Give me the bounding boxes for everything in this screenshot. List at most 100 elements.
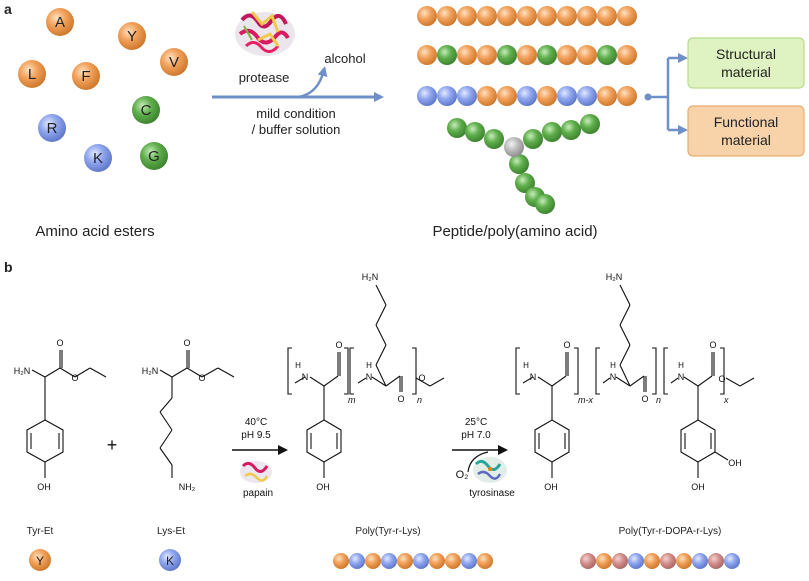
amino-acid-bead-letter: G bbox=[148, 148, 160, 165]
svg-text:O: O bbox=[718, 374, 725, 384]
poly1-bead bbox=[477, 553, 493, 569]
chain-1-bead bbox=[617, 6, 637, 26]
chain-1-bead bbox=[517, 6, 537, 26]
amino-acid-bead bbox=[132, 96, 160, 124]
svg-text:N: N bbox=[610, 372, 617, 382]
step2-temp: 25°C bbox=[465, 417, 487, 428]
lys-et-structure bbox=[159, 350, 235, 478]
branch-bead bbox=[465, 122, 485, 142]
tyr-h2n: H₂N bbox=[14, 366, 31, 376]
branch-bead bbox=[580, 114, 600, 134]
svg-text:OH: OH bbox=[691, 482, 705, 492]
branch-bead bbox=[447, 118, 467, 138]
poly1-oh: OH bbox=[316, 482, 330, 492]
amino-acid-bead-letter: R bbox=[47, 120, 58, 137]
chain-3-bead bbox=[437, 86, 457, 106]
poly2-sub-x: x bbox=[723, 395, 729, 405]
poly2-bead bbox=[692, 553, 708, 569]
tyrosinase-enzyme-image bbox=[473, 457, 507, 483]
amino-acid-bead-letter: C bbox=[141, 102, 152, 119]
chain-2-bead bbox=[617, 45, 637, 65]
poly1-bead bbox=[429, 553, 445, 569]
chain-1-bead bbox=[557, 6, 577, 26]
branched-peptide bbox=[447, 114, 600, 214]
lys-et-name: Lys-Et bbox=[157, 526, 185, 537]
svg-text:O: O bbox=[397, 394, 404, 404]
step1-enzyme: papain bbox=[243, 488, 273, 499]
poly2-bead bbox=[628, 553, 644, 569]
chain-2-bead bbox=[457, 45, 477, 65]
amino-acid-bead bbox=[140, 142, 168, 170]
tyr-letter: Y bbox=[36, 554, 44, 568]
poly2-sub-mx: m-x bbox=[578, 395, 593, 405]
svg-text:O: O bbox=[641, 394, 648, 404]
poly1-bead bbox=[333, 553, 349, 569]
peptide-caption: Peptide/poly(amino acid) bbox=[432, 223, 597, 240]
amino-acid-bead-letter: V bbox=[169, 54, 179, 71]
protease-enzyme-image bbox=[235, 11, 295, 56]
svg-text:O: O bbox=[709, 340, 716, 350]
svg-text:H: H bbox=[523, 361, 529, 370]
step2-o2: O₂ bbox=[456, 469, 469, 481]
chain-3-bead bbox=[537, 86, 557, 106]
chain-2-bead bbox=[437, 45, 457, 65]
lys-letter: K bbox=[166, 554, 174, 568]
tyr-et-name: Tyr-Et bbox=[27, 526, 54, 537]
svg-text:O: O bbox=[183, 338, 190, 348]
svg-text:H: H bbox=[366, 361, 372, 370]
branch-bead bbox=[542, 122, 562, 142]
amino-acid-bead-letter: K bbox=[93, 150, 103, 167]
chain-1-bead bbox=[577, 6, 597, 26]
chain-1-bead bbox=[477, 6, 497, 26]
chain-2-bead bbox=[597, 45, 617, 65]
poly1-sub-n: n bbox=[417, 395, 422, 405]
chain-2-bead bbox=[517, 45, 537, 65]
svg-text:H: H bbox=[610, 361, 616, 370]
svg-text:O: O bbox=[335, 340, 342, 350]
alcohol-branch-arrow bbox=[297, 66, 328, 99]
branch-bead bbox=[515, 173, 535, 193]
svg-text:N: N bbox=[366, 372, 373, 382]
poly1-h2n: H₂N bbox=[362, 272, 379, 282]
svg-text:H: H bbox=[295, 361, 301, 370]
amino-acid-bead bbox=[160, 48, 188, 76]
amino-acid-bead bbox=[84, 144, 112, 172]
poly1-bead bbox=[445, 553, 461, 569]
step2-enzyme: tyrosinase bbox=[469, 488, 515, 499]
chain-1-bead bbox=[417, 6, 437, 26]
branch-bead bbox=[561, 120, 581, 140]
poly1-name: Poly(Tyr-r-Lys) bbox=[355, 526, 420, 537]
condition-line-1: mild condition bbox=[256, 106, 336, 121]
material-connector bbox=[644, 53, 688, 135]
tyr-et-structure bbox=[26, 350, 107, 478]
branch-bead bbox=[509, 154, 529, 174]
chain-3-bead bbox=[557, 86, 577, 106]
chain-2-bead bbox=[497, 45, 517, 65]
chain-3-bead bbox=[577, 86, 597, 106]
svg-text:O: O bbox=[56, 338, 63, 348]
lys-bead bbox=[159, 549, 181, 571]
amino-acid-bead-letter: A bbox=[55, 14, 65, 31]
poly-tyr-dopa-lys-structure bbox=[515, 284, 755, 478]
structural-line-1: Structural bbox=[716, 46, 776, 62]
panel-a-label: a bbox=[4, 1, 12, 17]
branch-bead bbox=[484, 129, 504, 149]
svg-text:N: N bbox=[302, 372, 309, 382]
poly1-bead bbox=[381, 553, 397, 569]
amino-acid-bead bbox=[38, 114, 66, 142]
poly2-bead bbox=[644, 553, 660, 569]
svg-text:O: O bbox=[71, 373, 78, 383]
chain-3-bead bbox=[497, 86, 517, 106]
chain-1-bead bbox=[537, 6, 557, 26]
branch-junction-bead bbox=[504, 137, 524, 157]
poly2-sub-n: n bbox=[656, 395, 661, 405]
tyr-oh: OH bbox=[37, 482, 51, 492]
functional-line-1: Functional bbox=[714, 114, 779, 130]
chain-2-bead bbox=[577, 45, 597, 65]
amino-acid-bead bbox=[72, 62, 100, 90]
svg-text:H: H bbox=[678, 361, 684, 370]
poly2-bead bbox=[596, 553, 612, 569]
condition-line-2: / buffer solution bbox=[252, 122, 341, 137]
